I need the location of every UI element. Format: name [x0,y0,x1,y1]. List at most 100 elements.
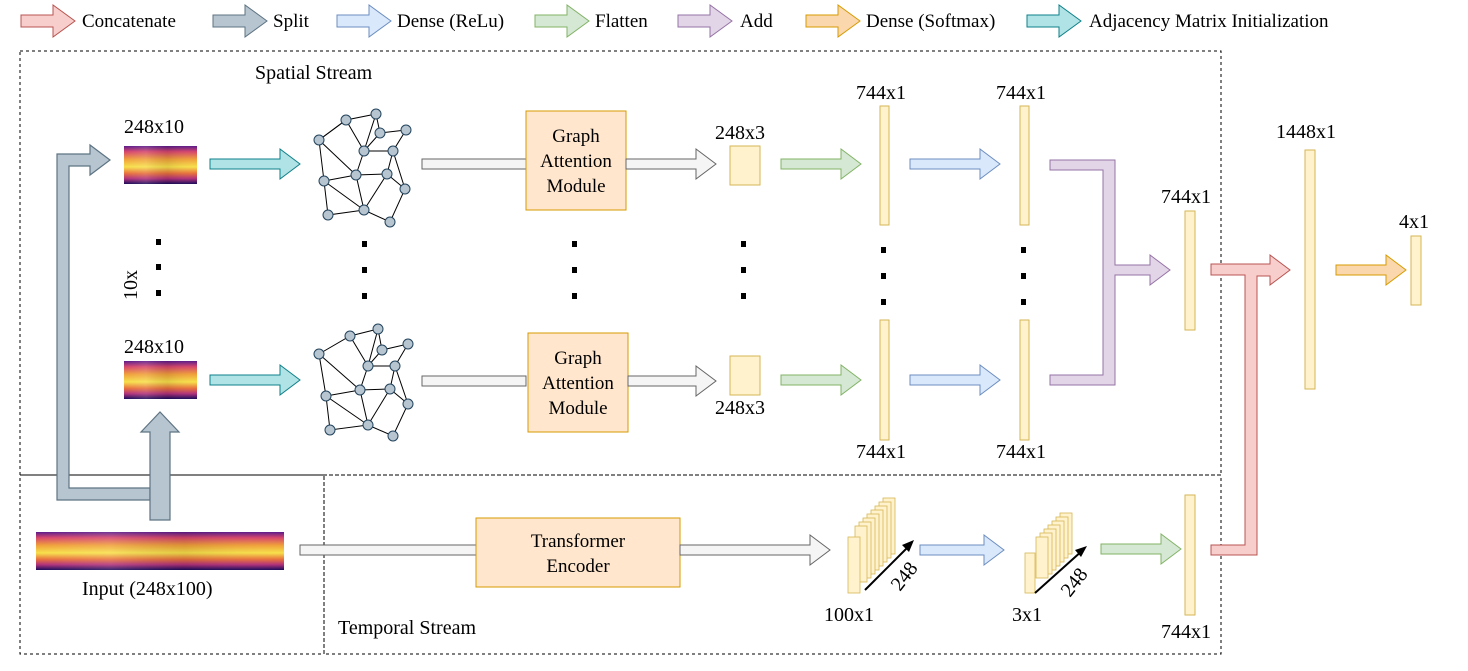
stack1-depth-arrow [864,544,911,591]
stack2-depth-arrowhead [1075,546,1087,557]
dense-output-stack [1024,512,1073,594]
graph-to-module-stub-top [421,158,527,170]
concatenate-arrow [1210,254,1291,556]
concat-dim: 1448x1 [1276,121,1336,143]
softmax-arrow [1335,254,1407,286]
ellipsis-graphs [362,241,367,299]
legend-split-label: Split [273,11,310,32]
legend-dense-softmax: Dense (Softmax) [805,4,995,38]
ellipsis-outputs [741,241,746,299]
stack2-dim: 3x1 [1012,604,1042,626]
legend-concatenate-arrow-icon [20,4,76,38]
flat-vector-bottom [879,319,890,441]
input-to-encoder-arrow [299,544,477,556]
module-output-top [729,145,761,186]
module-top-line1: Graph [552,126,600,147]
stack1-depth-arrowhead [902,540,914,552]
temporal-stream-title: Temporal Stream [338,617,476,639]
output-vector [1410,235,1422,306]
legend-dense-relu-label: Dense (ReLu) [397,11,504,32]
legend-add-arrow-icon [677,4,733,38]
repeat-count: 10x [120,270,142,300]
graph-attention-module-bottom: Graph Attention Module [527,332,629,433]
legend-dense-relu-arrow-icon [336,4,392,38]
segment-heatmap-top [124,146,197,184]
graph-attention-module-top: Graph Attention Module [525,110,627,211]
flat-dim-bottom: 744x1 [856,441,906,463]
spatial-stream-box [19,50,1222,476]
segment-heatmap-bottom [124,361,197,399]
legend-adjacency-init-label: Adjacency Matrix Initialization [1089,11,1329,32]
ellipsis-flat [881,247,886,305]
legend-concatenate: Concatenate [20,4,176,38]
legend-add: Add [677,4,773,38]
concat-vector [1304,149,1316,390]
dense-relu-arrow-top [909,148,1001,180]
graph-icon-top [313,108,412,228]
legend-flatten-arrow-icon [534,4,590,38]
ellipsis-modules [572,241,577,299]
spatial-sum-vector [1184,210,1196,331]
input-heatmap [36,532,284,570]
output-dim: 4x1 [1399,211,1429,233]
dense-dim-bottom: 744x1 [996,441,1046,463]
legend-split-arrow-icon [212,4,268,38]
module-to-output-arrow-top [625,148,717,180]
module-top-line2: Attention [540,151,612,172]
adjacency-arrow-top [209,148,301,180]
module-output-bottom [729,355,761,396]
graph-icon-bottom [313,323,414,442]
segment-dim-bottom: 248x10 [124,336,184,358]
temporal-flatten-arrow [1100,533,1182,565]
legend-adjacency-init: Adjacency Matrix Initialization [1026,4,1329,38]
flat-vector-top [879,105,890,226]
graph-to-module-stub-bottom [421,375,527,387]
module-to-output-arrow-bottom [627,365,717,397]
module-out-dim-top: 248x3 [715,122,765,144]
segment-dim-top: 248x10 [124,116,184,138]
legend-adjacency-init-arrow-icon [1026,4,1082,38]
encoder-line2: Encoder [546,556,610,577]
dense-vector-top [1019,105,1030,226]
legend-concatenate-label: Concatenate [82,11,176,32]
module-bottom-line2: Attention [542,373,614,394]
flat-dim-top: 744x1 [856,82,906,104]
temporal-dense-relu-arrow [919,534,1005,566]
add-arrow [1049,159,1171,386]
stack1-dim: 100x1 [824,604,874,626]
legend-flatten-label: Flatten [595,11,648,32]
ellipsis-segments [156,239,161,296]
flatten-arrow-top [780,148,862,180]
transformer-encoder: Transformer Encoder [475,517,681,588]
module-out-dim-bottom: 248x3 [715,397,765,419]
module-bottom-line3: Module [548,398,607,419]
temporal-flat-vector [1184,494,1196,616]
legend-dense-softmax-label: Dense (Softmax) [866,11,995,32]
legend-flatten: Flatten [534,4,648,38]
dense-vector-bottom [1019,319,1030,441]
split-arrow-to-bottom-segment [139,411,181,521]
legend-add-label: Add [740,11,773,32]
spatial-sum-dim: 744x1 [1161,186,1211,208]
encoder-to-stack-arrow [679,534,831,566]
legend-dense-softmax-arrow-icon [805,4,861,38]
ellipsis-dense [1021,247,1026,305]
stack2-depth-arrow [1034,549,1084,594]
encoder-line1: Transformer [531,531,626,552]
module-top-line3: Module [546,176,605,197]
input-box [19,474,325,655]
spatial-stream-title: Spatial Stream [255,62,373,84]
dense-dim-top: 744x1 [996,82,1046,104]
temporal-stream-box [323,474,1222,655]
legend-dense-relu: Dense (ReLu) [336,4,504,38]
legend-split: Split [212,4,310,38]
adjacency-arrow-bottom [209,364,301,396]
split-arrow-to-top-segment [56,143,151,501]
input-label: Input (248x100) [82,578,213,600]
encoder-output-stack [847,497,896,594]
flatten-arrow-bottom [780,364,862,396]
module-bottom-line1: Graph [554,348,602,369]
dense-relu-arrow-bottom [909,364,1001,396]
temporal-flat-dim: 744x1 [1161,621,1211,643]
